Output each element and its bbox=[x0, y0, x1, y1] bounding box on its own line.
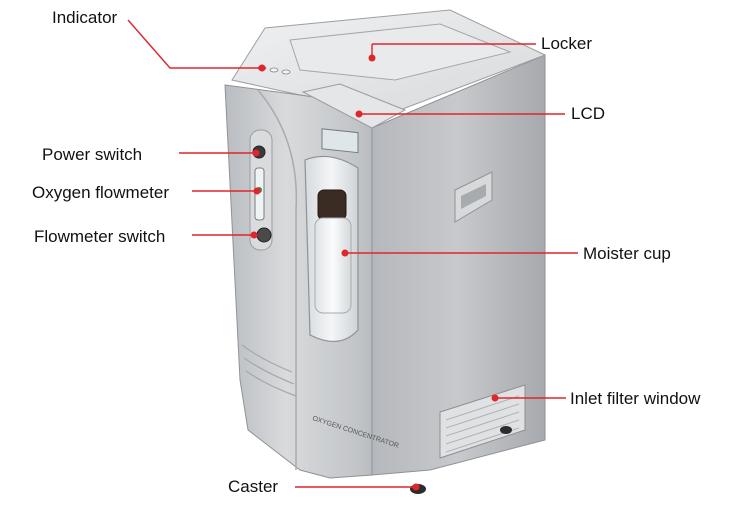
front-bulge bbox=[257, 89, 298, 470]
indicator-light bbox=[281, 69, 291, 75]
inlet-filter-dot bbox=[491, 394, 499, 402]
oxygen-flowmeter-dot bbox=[253, 187, 261, 195]
flowmeter-switch-knob bbox=[256, 227, 272, 243]
front-groove bbox=[245, 370, 297, 397]
inlet-filter-grille bbox=[439, 384, 526, 459]
indicator-dot bbox=[258, 64, 266, 72]
caster-wheel bbox=[500, 426, 512, 434]
moister-cup-label: Moister cup bbox=[583, 244, 671, 263]
inlet-filter-window-label: Inlet filter window bbox=[570, 389, 701, 408]
lcd-housing bbox=[301, 83, 407, 129]
leader-lines bbox=[127, 19, 578, 488]
moister-cup-dot bbox=[341, 249, 349, 257]
lcd-screen bbox=[321, 128, 359, 154]
power-switch-label: Power switch bbox=[42, 145, 143, 164]
indicator-light bbox=[269, 67, 279, 73]
locker-label: Locker bbox=[541, 34, 593, 53]
caster-label: Caster bbox=[228, 477, 279, 496]
side-handle-slot bbox=[461, 184, 486, 209]
flowmeter-tube bbox=[254, 167, 265, 221]
oxygen-flowmeter-label: Oxygen flowmeter bbox=[32, 183, 169, 202]
lcd-dot bbox=[355, 110, 363, 118]
front-groove bbox=[241, 344, 293, 373]
power-switch-dot bbox=[252, 149, 260, 157]
flowmeter-switch-label: Flowmeter switch bbox=[34, 227, 166, 246]
flowmeter-switch-dot bbox=[250, 231, 258, 239]
lcd-label: LCD bbox=[571, 104, 606, 123]
cup-body bbox=[314, 217, 352, 314]
inlet-filter-lines bbox=[445, 395, 520, 453]
indicator-leader bbox=[127, 19, 262, 69]
caster-dot bbox=[412, 483, 420, 491]
cup-cap bbox=[317, 189, 347, 221]
front-groove bbox=[243, 357, 295, 385]
indicator-label: Indicator bbox=[52, 8, 118, 27]
leader-dots bbox=[250, 54, 499, 491]
locker-lid bbox=[289, 23, 512, 81]
